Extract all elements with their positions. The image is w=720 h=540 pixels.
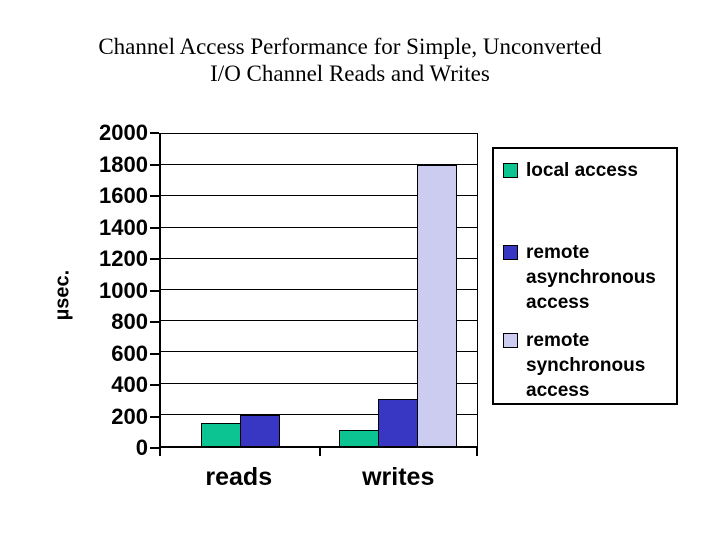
bar-group-reads: [161, 134, 319, 446]
legend: local access remote asynchronous access re…: [492, 147, 678, 405]
legend-item: remote synchronous access: [503, 328, 674, 403]
y-tick-mark: [150, 321, 159, 323]
bar-writes-local-access: [339, 430, 379, 446]
y-tick-mark: [150, 352, 159, 355]
gridline: [161, 226, 477, 228]
gridline: [161, 164, 477, 166]
gridline: [161, 382, 477, 384]
bar-group-writes: [319, 134, 477, 446]
x-tick-mark: [159, 448, 161, 456]
legend-item: remote asynchronous access: [503, 240, 674, 315]
x-tick-mark: [318, 448, 321, 456]
y-tick-label: 400: [111, 372, 148, 397]
x-axis-labels: reads writes: [159, 463, 478, 492]
gridline: [161, 320, 477, 322]
y-tick-label: 1600: [99, 183, 148, 208]
y-tick-label: 1800: [99, 151, 148, 177]
legend-swatch-icon: [503, 163, 518, 178]
y-tick-label: 800: [111, 309, 148, 334]
legend-swatch-icon: [503, 245, 518, 260]
legend-label: remote synchronous access: [526, 330, 646, 401]
y-tick-label: 0: [135, 435, 148, 460]
gridline: [161, 413, 477, 415]
y-tick-label: 1200: [99, 246, 148, 271]
y-tick-label: 600: [111, 340, 148, 366]
bar-writes-remote-synchronous-access: [417, 165, 457, 446]
gridline: [161, 257, 477, 259]
x-axis-label-reads: reads: [205, 463, 273, 491]
y-tick-mark: [150, 163, 159, 166]
chart-title-line2: I/O Channel Reads and Writes: [210, 61, 490, 86]
chart-title: Channel Access Performance for Simple, U…: [0, 33, 700, 87]
legend-swatch-icon: [503, 333, 518, 348]
y-tick-mark: [150, 258, 159, 260]
y-tick-label: 200: [111, 403, 148, 429]
y-tick-mark: [150, 226, 159, 229]
y-tick-mark: [150, 384, 159, 386]
y-tick-mark: [150, 132, 159, 134]
plot-area: [159, 133, 478, 448]
gridline: [161, 351, 477, 353]
y-tick-label: 2000: [99, 120, 148, 145]
y-tick-label: 1000: [99, 277, 148, 303]
gridline: [161, 195, 477, 197]
y-tick-mark: [150, 447, 159, 449]
y-tick-label: 1400: [99, 214, 148, 240]
y-tick-mark: [150, 415, 159, 418]
bar-reads-remote-asynchronous-access: [239, 415, 280, 446]
chart-title-line1: Channel Access Performance for Simple, U…: [98, 34, 602, 59]
y-tick-mark: [150, 195, 159, 197]
x-tick-mark: [476, 448, 478, 456]
bar-groups: [161, 134, 477, 446]
x-axis-label-writes: writes: [362, 463, 435, 491]
bar-reads-local-access: [200, 423, 241, 446]
legend-label: local access: [526, 160, 638, 181]
y-tick-mark: [150, 289, 159, 292]
legend-label: remote asynchronous access: [526, 242, 656, 313]
legend-item: local access: [503, 158, 674, 183]
bar-writes-remote-asynchronous-access: [378, 399, 418, 446]
y-axis-title: µsec.: [51, 269, 74, 321]
gridline: [161, 289, 477, 290]
